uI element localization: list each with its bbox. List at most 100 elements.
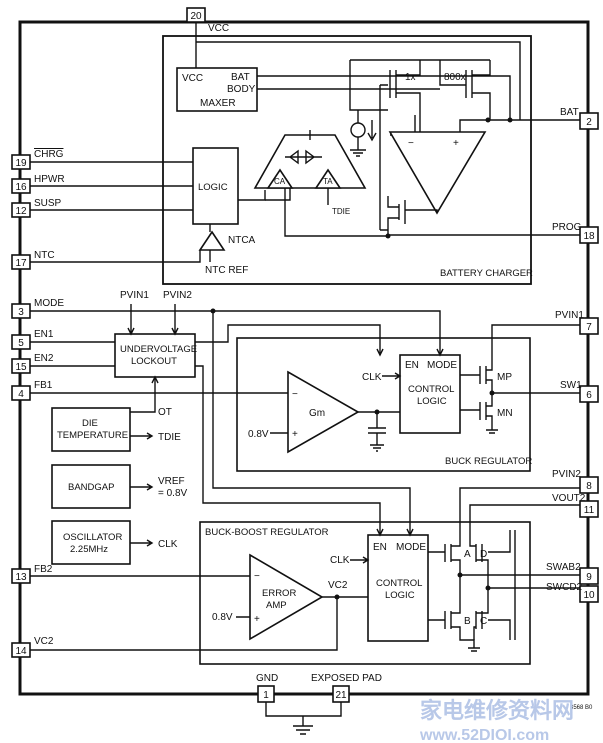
mn-label: MN: [497, 408, 513, 419]
buck-ctrl-line2: LOGIC: [417, 396, 447, 407]
pin-vout2-number: 11: [584, 505, 595, 516]
pin-bat-number: 2: [586, 117, 592, 128]
ground-symbol: [265, 702, 342, 735]
pin-sw1-number: 6: [586, 390, 592, 401]
pin-pvin2-label: PVIN2: [552, 469, 581, 480]
pin-gnd-number: 1: [263, 690, 269, 701]
mp-label: MP: [497, 372, 512, 383]
logic-block: [192, 147, 239, 225]
gm-amplifier: [287, 370, 360, 454]
osc-line1: OSCILLATOR: [63, 532, 122, 543]
die-temp-line2: TEMPERATURE: [57, 430, 128, 441]
bb-clk: CLK: [330, 555, 350, 566]
buck-regulator-label: BUCK REGULATOR: [445, 456, 532, 467]
buck-mode: MODE: [427, 360, 457, 371]
oscillator-block: [51, 520, 131, 565]
pin-vcc-number: 20: [190, 11, 202, 22]
pin-fb2-label: FB2: [34, 564, 53, 575]
error-amp-line2: AMP: [266, 600, 287, 611]
die-temp-block: [51, 407, 131, 452]
buck-regulator-box: [236, 337, 531, 472]
uvlo-block: [114, 333, 196, 378]
vc2-node-label: VC2: [328, 580, 348, 591]
pin-swcd2-number: 10: [583, 590, 595, 601]
ca-triangle: [266, 168, 294, 189]
bandgap-label: BANDGAP: [68, 482, 114, 493]
pin-chrg-label: CHRG: [34, 149, 64, 160]
maxer-vcc: VCC: [182, 73, 203, 84]
maxer-name: MAXER: [200, 98, 236, 109]
pin-ntc-number: 17: [15, 258, 27, 269]
charger-amp-minus: −: [408, 138, 414, 149]
pin-hpwr-number: 16: [15, 182, 27, 193]
uvlo-line1: UNDERVOLTAGE: [120, 344, 197, 355]
pin-bat-box: [579, 112, 599, 130]
ntc-ref-label: NTC REF: [205, 265, 248, 276]
charger-amp-wires: [405, 115, 588, 213]
ta-label: TA: [323, 177, 333, 186]
error-amp-line1: ERROR: [262, 588, 296, 599]
pin-ntc-label: NTC: [34, 250, 55, 261]
uvlo-pvin1-label: PVIN1: [120, 290, 149, 301]
battery-charger-label: BATTERY CHARGER: [440, 268, 533, 279]
battery-charger-box: [162, 35, 532, 285]
logic-wires: [209, 190, 266, 232]
pin-mode-number: 3: [18, 307, 24, 318]
chip-outline: [18, 20, 590, 696]
bb-power-switches: [428, 487, 580, 652]
pin-vout2-label: VOUT2: [552, 493, 586, 504]
buck-en: EN: [405, 360, 419, 371]
tdie-out-label: TDIE: [158, 432, 181, 443]
buck-ctrl-line1: CONTROL: [408, 384, 454, 395]
pin-pvin2-box: [579, 476, 599, 494]
switch-c-label: C: [480, 616, 487, 627]
pin-fb1-label: FB1: [34, 380, 53, 391]
ntca-comparator: [198, 230, 226, 251]
pin-vout2-box: [579, 500, 599, 518]
error-amp-minus: −: [254, 571, 260, 582]
pin-prog-label: PROG: [552, 222, 582, 233]
mirror-1x-label: 1x: [405, 72, 416, 83]
pin-en2-number: 15: [15, 362, 27, 373]
bb-ref-08v: 0.8V: [212, 612, 233, 623]
maxer-body: BODY: [227, 84, 256, 95]
pin-hpwr-label: HPWR: [34, 174, 65, 185]
ca-label: CA: [274, 177, 286, 186]
charger-pass-transistor: [380, 196, 406, 236]
buck-power-switches: [460, 324, 580, 434]
ca-ta-wires: [265, 130, 388, 237]
pin-epad-label: EXPOSED PAD: [311, 673, 382, 684]
die-temp-line1: DIE: [82, 418, 98, 429]
bb-control-logic: [367, 534, 429, 642]
pin-gnd-label: GND: [256, 673, 278, 684]
pin-swcd2-label: SWCD2: [546, 582, 583, 593]
pin-en1-number: 5: [18, 338, 24, 349]
error-amp-wires: [30, 596, 368, 651]
diodes: [285, 149, 322, 165]
switch-d-label: D: [480, 549, 487, 560]
pin-vcc-label: VCC: [208, 23, 229, 34]
pin-susp-label: SUSP: [34, 198, 62, 209]
mode-wires: [30, 310, 441, 535]
pin-en2-label: EN2: [34, 353, 54, 364]
charger-amp-plus: +: [453, 138, 459, 149]
switch-a-label: A: [464, 549, 471, 560]
pin-sw1-box: [579, 385, 599, 403]
pin-bat-label: BAT: [560, 107, 579, 118]
buck-ref-08v: 0.8V: [248, 429, 269, 440]
gm-label: Gm: [309, 408, 325, 419]
buck-clk: CLK: [362, 372, 382, 383]
pin-fb1-number: 4: [18, 389, 24, 400]
pin-vc2-label: VC2: [34, 636, 54, 647]
tdie-sense-label: TDIE: [332, 207, 350, 216]
pin-epad-number: 21: [335, 690, 347, 701]
pin-vc2-number: 14: [15, 646, 27, 657]
ot-label: OT: [158, 407, 172, 418]
gm-minus: −: [292, 389, 298, 400]
bb-en: EN: [373, 542, 387, 553]
uvlo-line2: LOCKOUT: [131, 356, 177, 367]
buck-boost-box: [199, 521, 531, 665]
error-amp-plus: +: [254, 614, 260, 625]
pin-swab2-label: SWAB2: [546, 562, 581, 573]
pin-pvin2-number: 8: [586, 481, 592, 492]
